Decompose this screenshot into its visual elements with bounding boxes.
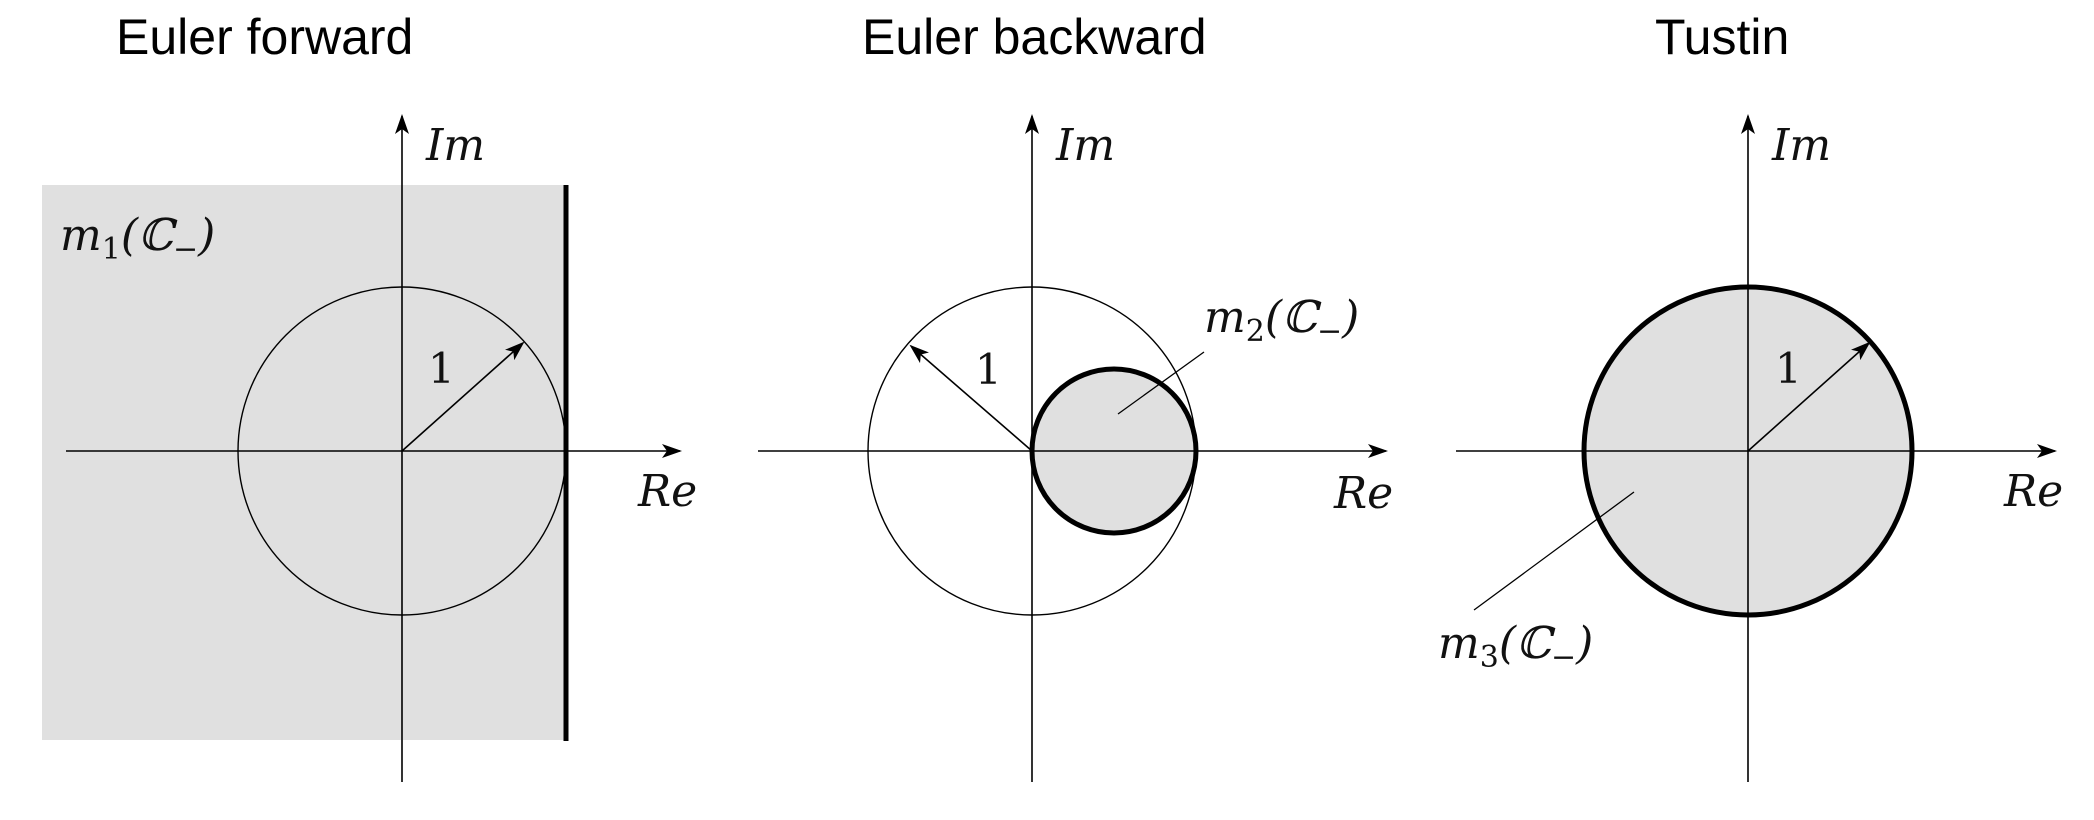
panel-title-euler-backward: Euler backward [862, 9, 1207, 65]
radius-label: 1 [975, 345, 1002, 394]
region-leader-line [1117, 351, 1205, 415]
radius-label: 1 [1775, 344, 1802, 393]
region-label-m2: m2(ℂ−) [1204, 292, 1359, 349]
panel-tustin: Tustin 1 Re Im m3(ℂ−) [1438, 9, 2063, 782]
panel-euler-forward: Euler forward 1 Re Im m1(ℂ−) [42, 9, 697, 782]
panel-title-tustin: Tustin [1655, 9, 1789, 65]
real-axis-label: Re [637, 466, 697, 517]
real-axis-label: Re [1333, 468, 1393, 519]
region-leader-line [1473, 491, 1635, 611]
radius-arrow [909, 344, 1033, 452]
panel-euler-backward: Euler backward 1 Re Im m2(ℂ−) [758, 9, 1393, 782]
radius-label: 1 [428, 344, 455, 393]
region-label-m3: m3(ℂ−) [1438, 618, 1593, 675]
imag-axis-label: Im [425, 120, 485, 171]
stable-region-halfplane [42, 185, 567, 740]
radius-arrow [401, 341, 525, 452]
panel-title-euler-forward: Euler forward [116, 9, 413, 65]
stable-region-boundary [1581, 284, 1915, 618]
region-label-m1: m1(ℂ−) [60, 210, 215, 267]
imag-axis-label: Im [1771, 120, 1831, 171]
real-axis-label: Re [2003, 466, 2063, 517]
imag-axis-label: Im [1055, 120, 1115, 171]
radius-arrow [1747, 341, 1871, 452]
